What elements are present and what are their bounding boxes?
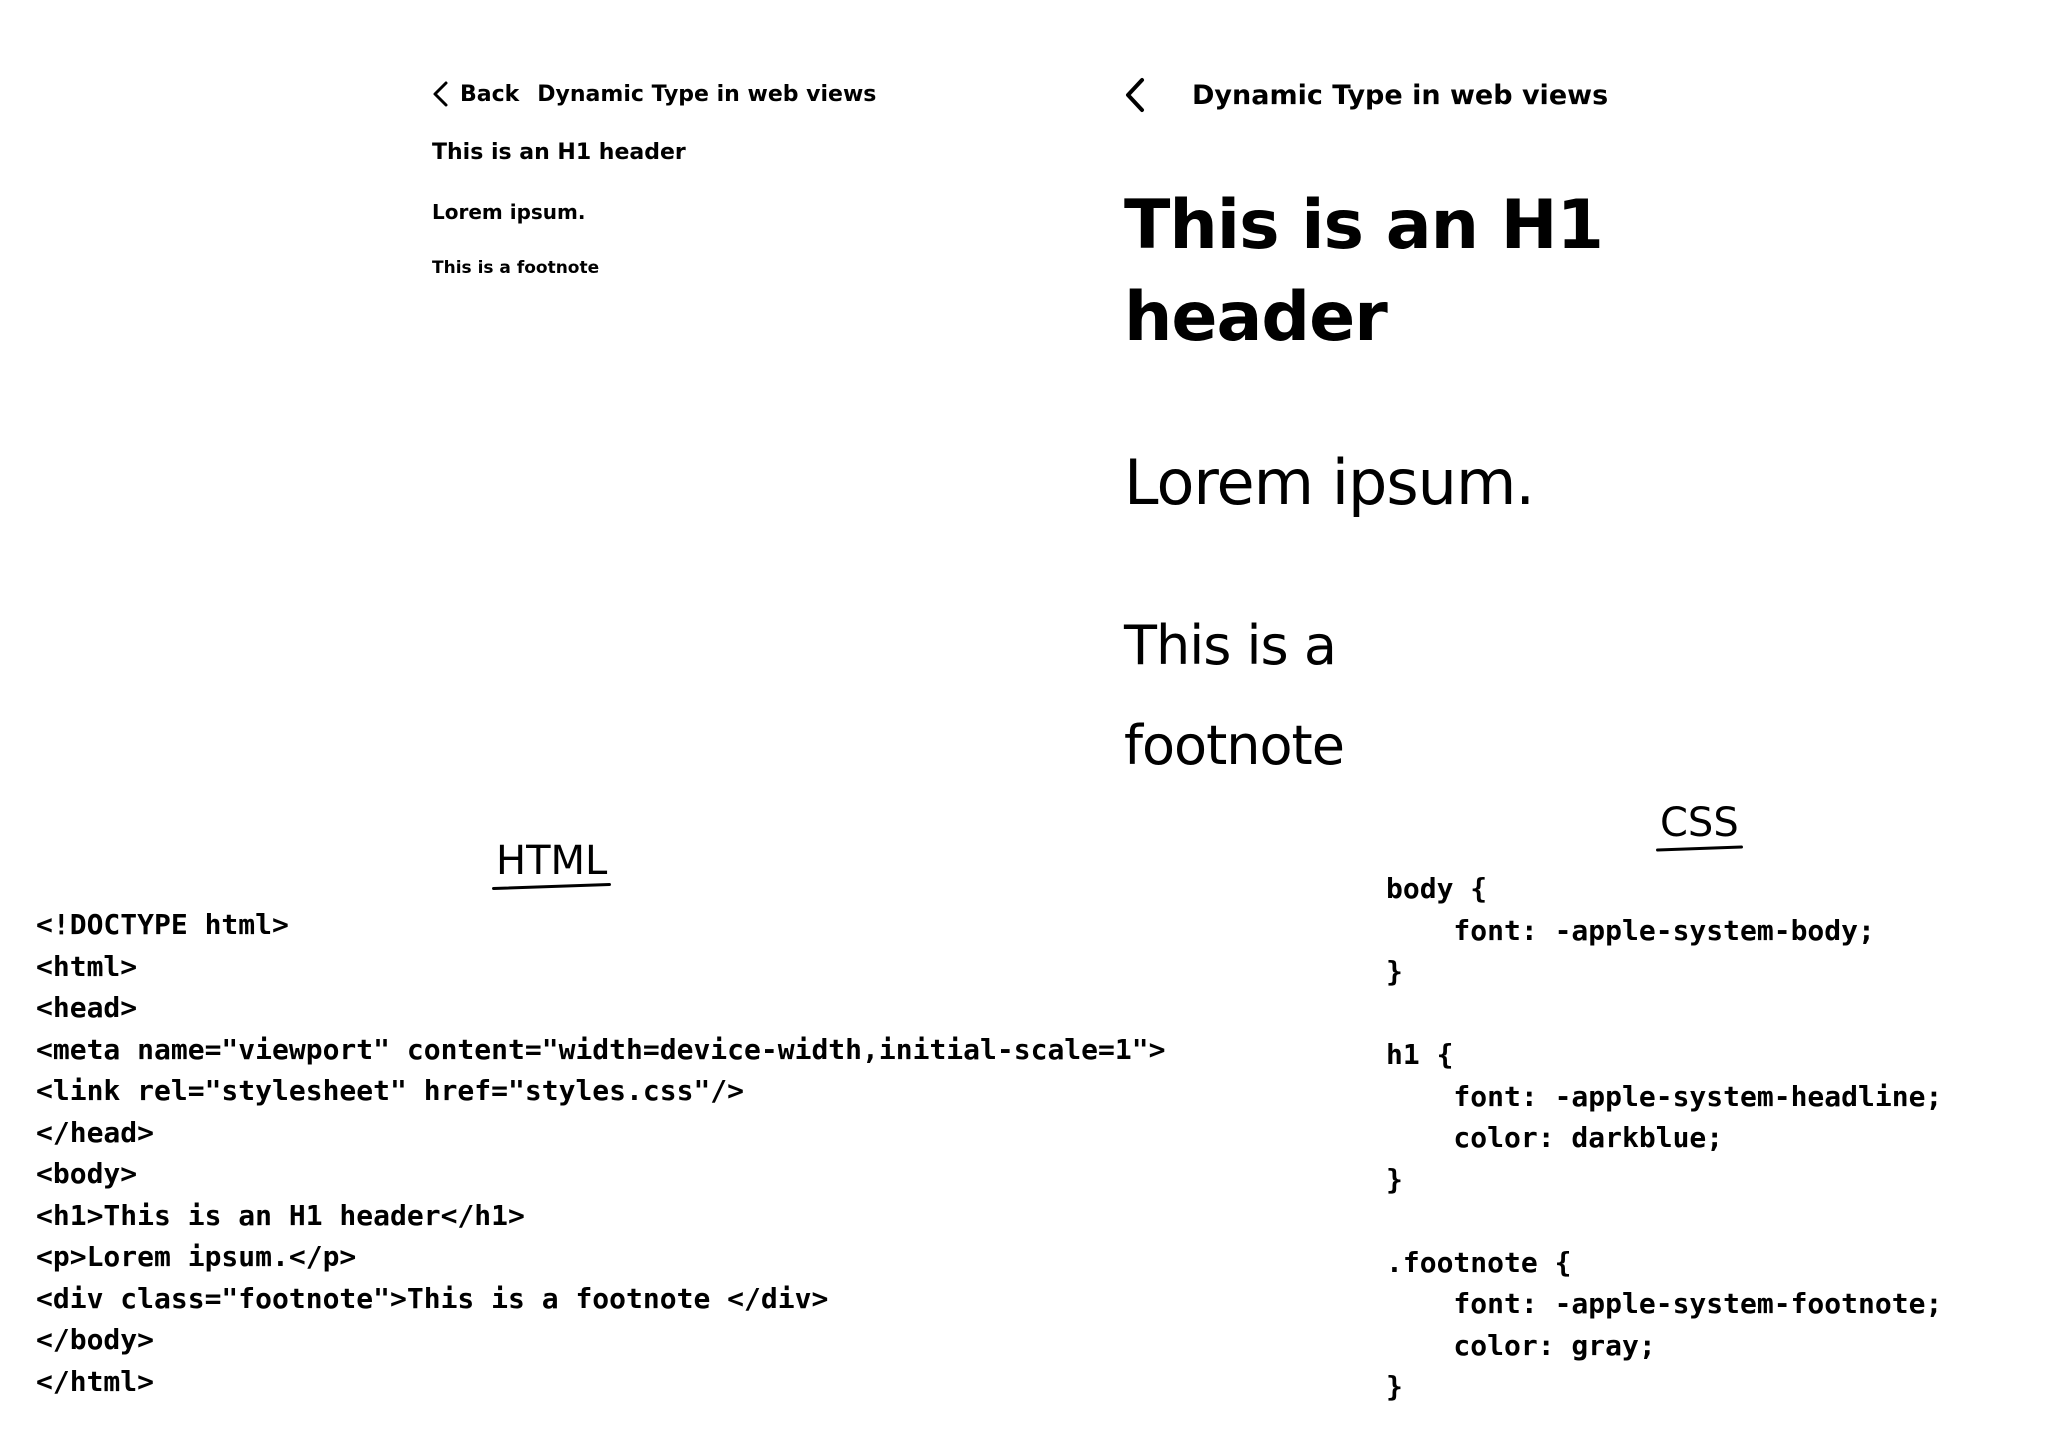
small-h1-header: This is an H1 header (432, 140, 686, 165)
css-label-text: CSS (1660, 800, 1739, 846)
small-nav-bar: Back Dynamic Type in web views (430, 76, 876, 112)
code-line: .footnote { (1386, 1245, 1572, 1279)
code-line: font: -apple-system-footnote; (1386, 1287, 1943, 1320)
small-footnote: This is a footnote (432, 258, 600, 278)
code-line: } (1386, 1370, 1403, 1403)
css-section-label: CSS (1655, 800, 1743, 852)
code-line: <body> (36, 1157, 138, 1190)
code-line: <head> (36, 991, 138, 1024)
code-line: } (1386, 955, 1403, 988)
code-line: </head> (36, 1115, 155, 1149)
code-line: </html> (36, 1364, 155, 1398)
code-line: <!DOCTYPE html> (36, 908, 289, 941)
html-code-block: <!DOCTYPE html> <html> <head> <meta name… (36, 904, 1165, 1402)
code-line: <html> (36, 949, 138, 983)
code-line: body { (1386, 872, 1488, 905)
html-label-text: HTML (496, 838, 608, 884)
code-line: } (1386, 1162, 1403, 1196)
code-line: <h1>This is an H1 header</h1> (36, 1198, 525, 1232)
chevron-left-icon[interactable] (430, 80, 452, 108)
small-nav-title: Dynamic Type in web views (537, 81, 877, 107)
code-line: font: -apple-system-body; (1386, 913, 1875, 947)
code-line: font: -apple-system-headline; (1386, 1079, 1943, 1113)
large-footnote: This is a footnote (1124, 614, 1345, 777)
code-line: <link rel="stylesheet" href="styles.css"… (36, 1074, 745, 1107)
code-line: <meta name="viewport" content="width=dev… (36, 1032, 1166, 1066)
css-code-block: body { font: -apple-system-body; } h1 { … (1386, 868, 1942, 1408)
back-button[interactable]: Back (460, 81, 520, 107)
code-line: h1 { (1386, 1038, 1454, 1071)
html-section-label: HTML (491, 838, 612, 891)
code-line: <div class="footnote">This is a footnote… (36, 1281, 829, 1315)
large-h1-header: This is an H1 header (1124, 186, 1604, 357)
small-paragraph: Lorem ipsum. (432, 200, 586, 224)
large-nav-bar: Dynamic Type in web views (1122, 72, 1608, 118)
chevron-left-icon[interactable] (1122, 76, 1148, 114)
css-label-underline (1655, 845, 1743, 852)
large-paragraph: Lorem ipsum. (1124, 446, 1535, 519)
code-line: color: gray; (1386, 1328, 1656, 1362)
code-line: </body> (36, 1323, 155, 1356)
code-line: color: darkblue; (1386, 1121, 1724, 1154)
large-nav-title: Dynamic Type in web views (1192, 79, 1609, 111)
code-line: <p>Lorem ipsum.</p> (36, 1240, 357, 1273)
